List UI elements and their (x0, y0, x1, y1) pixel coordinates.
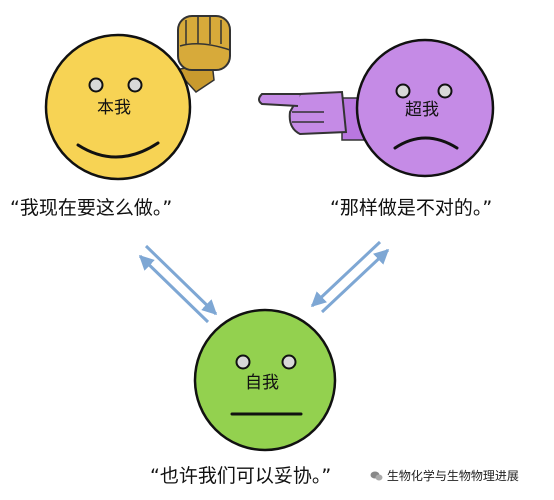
fist-icon (174, 15, 231, 93)
id-face-circle (44, 33, 192, 181)
id-smile (76, 141, 160, 159)
arrow-ego-to-superego (320, 248, 390, 314)
wechat-icon (370, 471, 383, 481)
id-label: 本我 (97, 98, 131, 118)
ego-face (193, 308, 337, 452)
arrow-id-to-ego (144, 244, 218, 316)
ego-left-eye (235, 354, 251, 370)
superego-face (355, 38, 495, 178)
superego-face-circle (355, 38, 495, 178)
ego-right-eye (281, 354, 297, 370)
ego-label: 自我 (245, 373, 279, 393)
superego-frown (393, 136, 459, 150)
superego-quote: “那样做是不对的。” (330, 197, 493, 219)
superego-label: 超我 (405, 100, 439, 120)
watermark: 生物化学与生物物理进展 (368, 466, 521, 485)
id-quote: “我现在要这么做。” (10, 197, 173, 219)
id-left-eye (88, 77, 104, 93)
id-face (44, 33, 192, 181)
arrow-ego-to-id (138, 254, 210, 324)
watermark-text: 生物化学与生物物理进展 (386, 469, 519, 483)
ego-quote: “也许我们可以妥协。” (150, 465, 332, 487)
arrow-superego-to-ego (310, 240, 382, 308)
superego-left-eye (395, 83, 411, 99)
pointing-hand-icon (258, 90, 365, 141)
superego-right-eye (437, 83, 453, 99)
id-right-eye (127, 77, 143, 93)
